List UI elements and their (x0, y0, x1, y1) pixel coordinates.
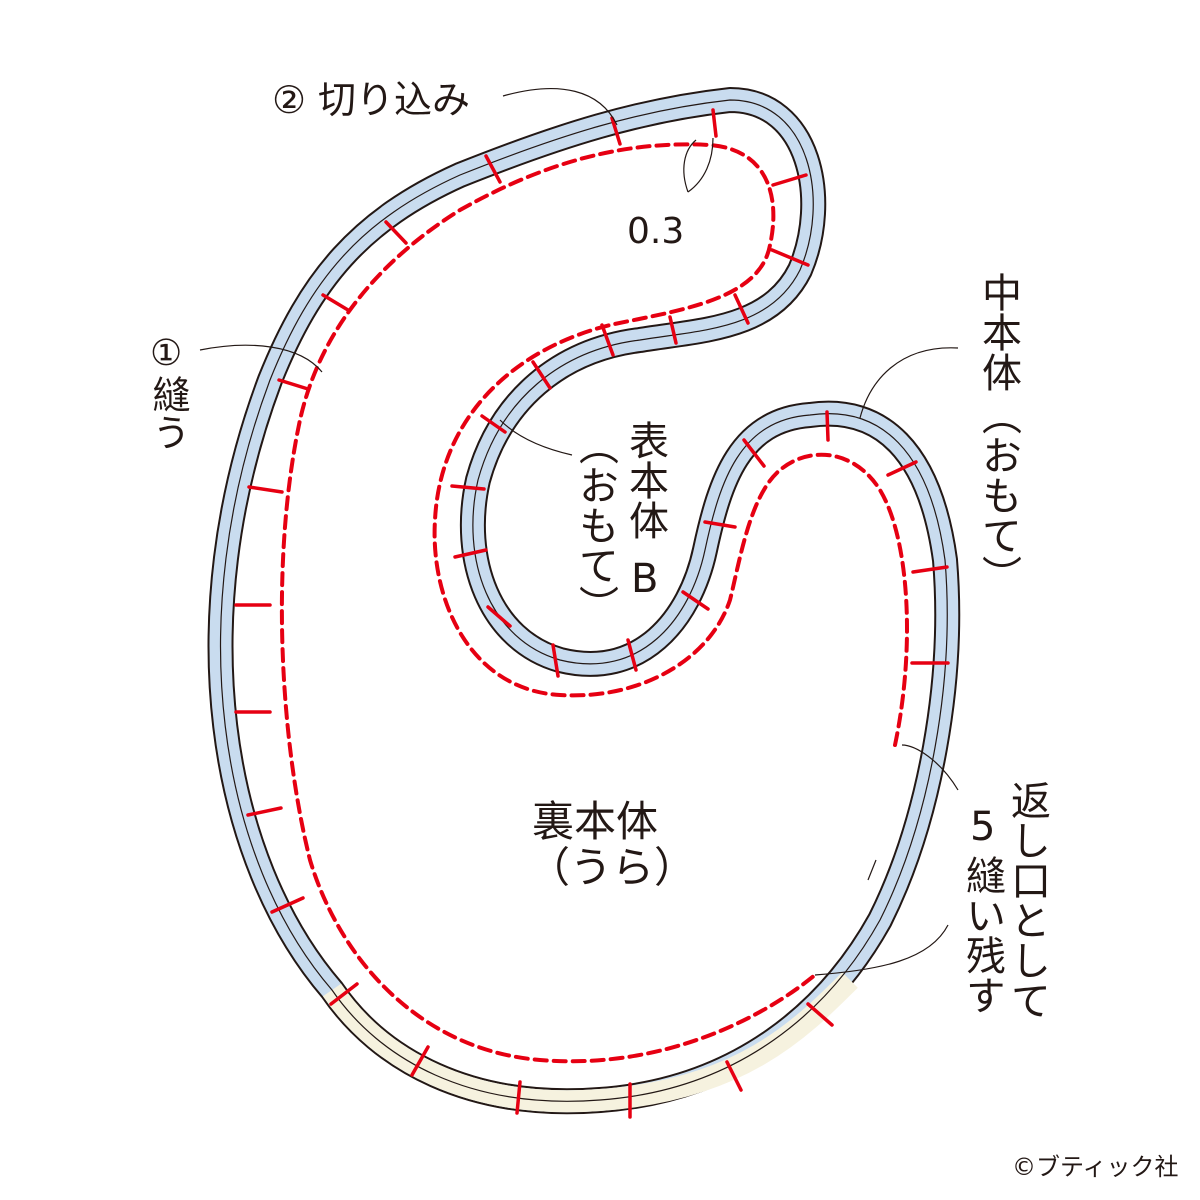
leader-opening-tick (867, 859, 877, 881)
opening-col2-number: 5 (970, 804, 995, 850)
notch-mark (771, 173, 808, 187)
leader-gap-lower (687, 137, 714, 193)
notch-mark (610, 116, 622, 146)
step1-text: 縫う (146, 375, 190, 451)
stitch-line (279, 142, 909, 1064)
notch-mark (911, 565, 949, 574)
notch-mark (668, 315, 678, 345)
front-body-side: （おもて） (572, 425, 619, 625)
step2-text: 切り込み (318, 78, 470, 122)
opening-col2-text: 縫い残す (959, 855, 1005, 1015)
leader-step2 (502, 88, 618, 126)
notch-mark (626, 638, 638, 672)
notch-mark (703, 520, 737, 529)
notch-mark (321, 293, 350, 312)
notch-mark (277, 378, 310, 391)
notch-mark (806, 1002, 834, 1027)
notch-mark (681, 590, 710, 611)
label-middle-body: 中本体 （おもて） (975, 272, 1022, 595)
notch-mark (246, 806, 283, 817)
notch-mark (486, 605, 512, 628)
back-body-side: （うら） (528, 843, 696, 892)
notch-mark (247, 485, 284, 494)
gap-measurement: 0.3 (627, 211, 684, 252)
step1-number: ① (150, 333, 182, 374)
front-body-suffix: B (631, 556, 658, 602)
back-body-name: 裏本体 (532, 797, 658, 846)
label-step2: ② 切り込み (272, 78, 470, 122)
notch-mark (515, 1080, 522, 1115)
notch-mark (453, 548, 488, 559)
label-back-body: 裏本体 （うら） (528, 797, 696, 892)
notch-mark (329, 982, 359, 1006)
label-step1: ① 縫う (146, 333, 190, 451)
leader-opening-top (901, 744, 959, 791)
notch-mark (551, 643, 560, 678)
notch-mark (531, 360, 552, 390)
leader-middle-body (859, 347, 959, 419)
leader-front-body (499, 419, 573, 456)
front-body-name: 表本体 (622, 420, 668, 540)
fabric-inner-line (219, 99, 948, 1102)
middle-body-name: 中本体 (975, 272, 1021, 392)
notch-mark (886, 460, 918, 477)
notch-mark (450, 484, 486, 491)
notch-mark (270, 896, 305, 914)
notch-mark (384, 220, 408, 245)
notch-mark (742, 438, 766, 468)
notch-marks (234, 108, 950, 1119)
leader-opening-bottom (814, 924, 949, 976)
leader-gap-upper (683, 139, 697, 193)
notch-mark (733, 293, 750, 325)
middle-body-side: （おもて） (975, 395, 1022, 595)
notch-mark (711, 108, 718, 138)
opening-col1: 返し口として (1004, 780, 1050, 1020)
notch-mark (770, 248, 810, 267)
leader-lines (199, 88, 959, 976)
notch-mark (410, 1045, 430, 1077)
leader-step1 (199, 344, 323, 373)
label-opening: 返し口として 5 縫い残す (959, 780, 1050, 1020)
notch-mark (484, 154, 502, 184)
notch-mark (725, 1060, 743, 1092)
notch-mark (600, 323, 615, 357)
step2-number: ② (272, 78, 306, 122)
fabric-outline (207, 87, 961, 1115)
copyright: ©ブティック社 (1012, 1153, 1179, 1181)
notch-mark (480, 414, 507, 434)
notch-mark (825, 410, 830, 442)
label-front-body: （おもて） 表本体 B (572, 420, 668, 625)
